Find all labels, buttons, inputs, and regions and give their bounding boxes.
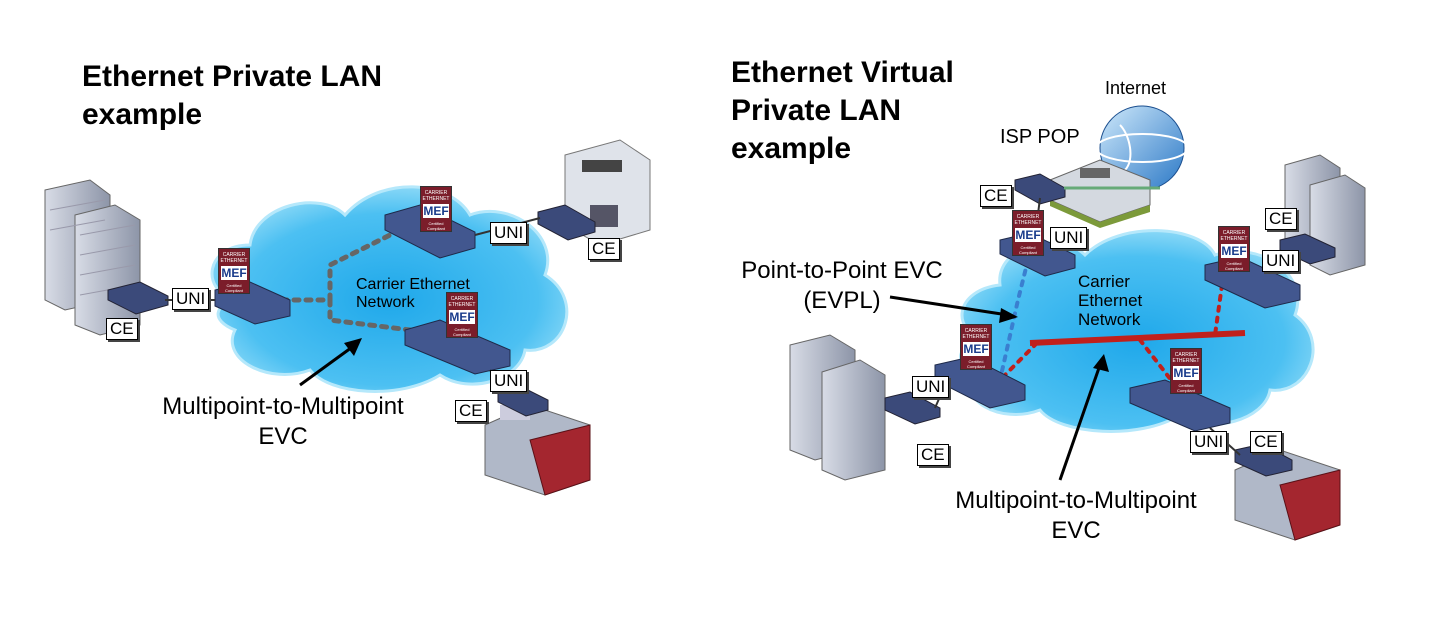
isp-pop-label: ISP POP — [1000, 126, 1080, 148]
left-brick-building — [484, 404, 591, 496]
right-p2p-arrow — [889, 295, 1018, 323]
right-ce-tag-3: CE — [917, 444, 949, 466]
right-uni-tag-4: UNI — [1190, 431, 1228, 453]
left-ce-tag-2: CE — [106, 318, 138, 340]
left-uni-tag-3: UNI — [490, 370, 528, 392]
right-ce-device-left — [884, 391, 941, 425]
right-uni-tag-3: UNI — [912, 376, 950, 398]
right-office-towers-bottom — [789, 334, 886, 481]
left-office-towers — [44, 179, 141, 336]
right-uni-tag-1: UNI — [1050, 227, 1088, 249]
left-mp2mp-evc-lines — [267, 227, 413, 333]
left-uni-tag-2: UNI — [172, 288, 210, 310]
internet-label: Internet — [1105, 78, 1167, 98]
left-ce-tag-3: CE — [455, 400, 487, 422]
right-mp2mp-backbone — [1029, 330, 1246, 346]
right-mp2mp-arrow — [1058, 354, 1109, 481]
isp-ce-device — [1014, 173, 1066, 205]
left-ce-device-1 — [107, 281, 169, 315]
right-ce-tag-4: CE — [1250, 431, 1282, 453]
left-ce-device-2 — [537, 204, 596, 241]
right-ce-tag-1: CE — [980, 185, 1012, 207]
left-evc-arrow — [299, 338, 362, 387]
left-ce-tag-1: CE — [588, 238, 620, 260]
right-p2p-label: Point-to-Point EVC(EVPL) — [741, 257, 943, 314]
left-uni-tag-1: UNI — [490, 222, 528, 244]
right-p2p-evc-line — [998, 258, 1030, 382]
right-uni-tag-2: UNI — [1262, 250, 1300, 272]
right-ce-tag-2: CE — [1265, 208, 1297, 230]
